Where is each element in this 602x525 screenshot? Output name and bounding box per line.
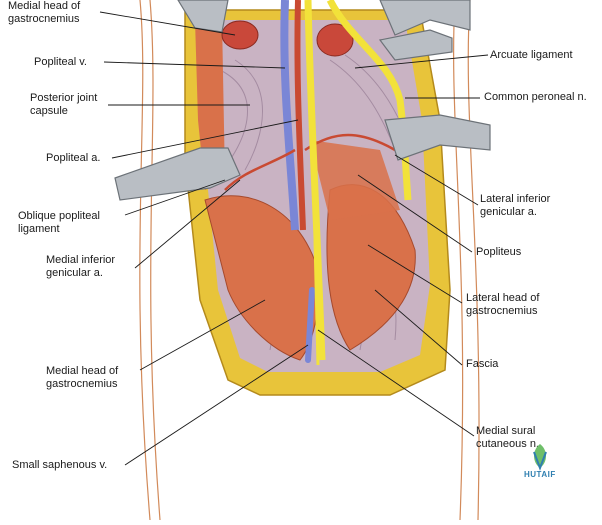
retractor-top-right (379, 0, 471, 36)
label-lateral-head-gastrocnemius: Lateral head of gastrocnemius (466, 292, 540, 317)
label-medial-head-gastrocnemius-bottom: Medial head of gastrocnemius (46, 365, 119, 390)
label-fascia: Fascia (466, 358, 499, 370)
label-lateral-inferior-genicular-artery: Lateral inferior genicular a. (480, 193, 551, 218)
muscle-cross-section-left (221, 20, 259, 50)
label-small-saphenous-vein: Small saphenous v. (12, 459, 108, 471)
muscle-cross-section-right (316, 23, 354, 57)
tibial-nerve (304, 0, 326, 361)
label-oblique-popliteal-ligament: Oblique popliteal ligament (18, 210, 100, 235)
popliteus-muscle (310, 140, 400, 220)
retractor-right-lower (384, 114, 491, 161)
label-medial-sural-cutaneous-nerve: Medial sural cutaneous n. (476, 425, 539, 450)
leader-lines (99, 11, 489, 466)
label-popliteal-vein: Popliteal v. (34, 56, 87, 68)
logo-text: HUTAIF (524, 470, 556, 479)
label-arcuate-ligament: Arcuate ligament (490, 49, 573, 61)
retractor-right-upper (378, 29, 453, 61)
label-medial-inferior-genicular-artery: Medial inferior genicular a. (46, 254, 116, 279)
common-peroneal-nerve (326, 0, 412, 201)
label-popliteal-artery: Popliteal a. (46, 152, 101, 164)
retractor-left (114, 147, 241, 201)
medial-sural-cutaneous-nerve (313, 239, 320, 366)
label-common-peroneal-nerve: Common peroneal n. (484, 91, 587, 103)
hutaif-logo (533, 444, 547, 471)
retractors (114, 0, 491, 201)
retractor-top-left (177, 0, 229, 33)
medial-inferior-genicular-artery (224, 148, 296, 191)
label-popliteus: Popliteus (476, 246, 522, 258)
label-medial-head-gastrocnemius-top: Medial head of gastrocnemius (8, 0, 81, 25)
popliteal-vein (280, 0, 299, 231)
small-saphenous-vein (305, 287, 315, 363)
skin-outline (139, 0, 480, 521)
popliteal-artery (294, 0, 306, 231)
label-posterior-joint-capsule: Posterior joint capsule (30, 92, 98, 117)
